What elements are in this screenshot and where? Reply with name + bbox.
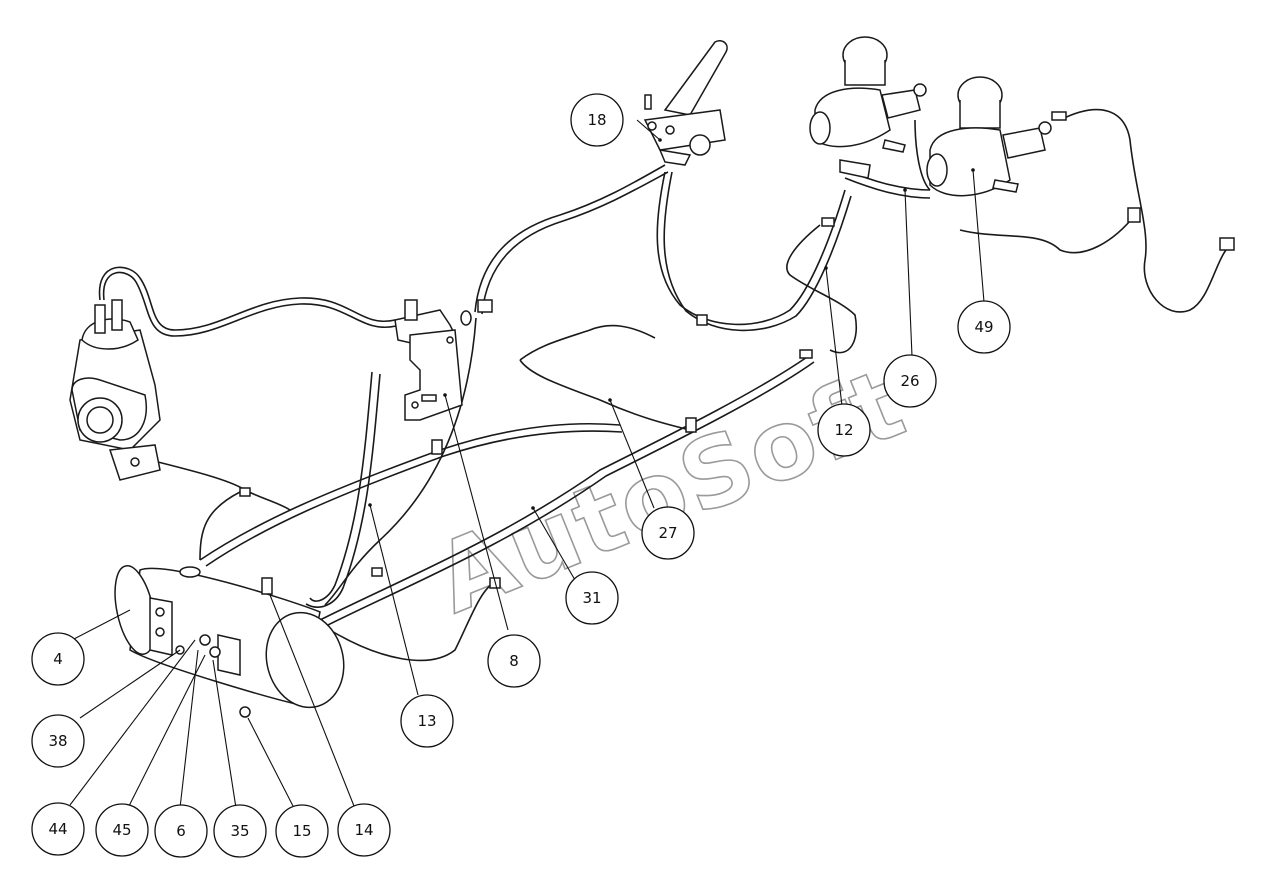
callout-45: 45 — [95, 803, 149, 857]
callout-38: 38 — [31, 714, 85, 768]
leader-lines — [69, 119, 985, 809]
svg-text:4: 4 — [53, 650, 63, 668]
svg-text:27: 27 — [658, 524, 677, 542]
callout-4: 4 — [31, 632, 85, 686]
svg-text:13: 13 — [417, 712, 436, 730]
callout-13: 13 — [400, 694, 454, 748]
callout-6: 6 — [154, 804, 208, 858]
callout-35: 35 — [213, 804, 267, 858]
watermark: AutoSoft — [421, 346, 920, 635]
callout-12: 12 — [817, 403, 871, 457]
svg-text:35: 35 — [230, 822, 249, 840]
callout-14: 14 — [337, 803, 391, 857]
svg-text:8: 8 — [509, 652, 519, 670]
fittings — [239, 111, 1235, 589]
brake-pedal — [643, 40, 728, 166]
svg-text:12: 12 — [834, 421, 853, 439]
callout-18: 18 — [570, 93, 624, 147]
master-cylinder-left — [809, 36, 927, 179]
callout-31: 31 — [565, 571, 619, 625]
callout-15: 15 — [275, 804, 329, 858]
svg-text:45: 45 — [112, 821, 131, 839]
air-tank — [114, 565, 345, 718]
svg-text:15: 15 — [292, 822, 311, 840]
svg-text:44: 44 — [48, 820, 67, 838]
master-cylinder-right — [926, 76, 1052, 197]
svg-text:14: 14 — [354, 821, 373, 839]
svg-text:38: 38 — [48, 732, 67, 750]
svg-text:6: 6 — [176, 822, 186, 840]
svg-text:26: 26 — [900, 372, 919, 390]
svg-text:31: 31 — [582, 589, 601, 607]
callout-26: 26 — [883, 354, 937, 408]
callout-49: 49 — [957, 300, 1011, 354]
svg-text:49: 49 — [974, 318, 993, 336]
callout-8: 8 — [487, 634, 541, 688]
svg-text:18: 18 — [587, 111, 606, 129]
callout-44: 44 — [31, 802, 85, 856]
air-compressor — [69, 299, 161, 481]
control-valve — [394, 299, 493, 421]
callout-27: 27 — [641, 506, 695, 560]
